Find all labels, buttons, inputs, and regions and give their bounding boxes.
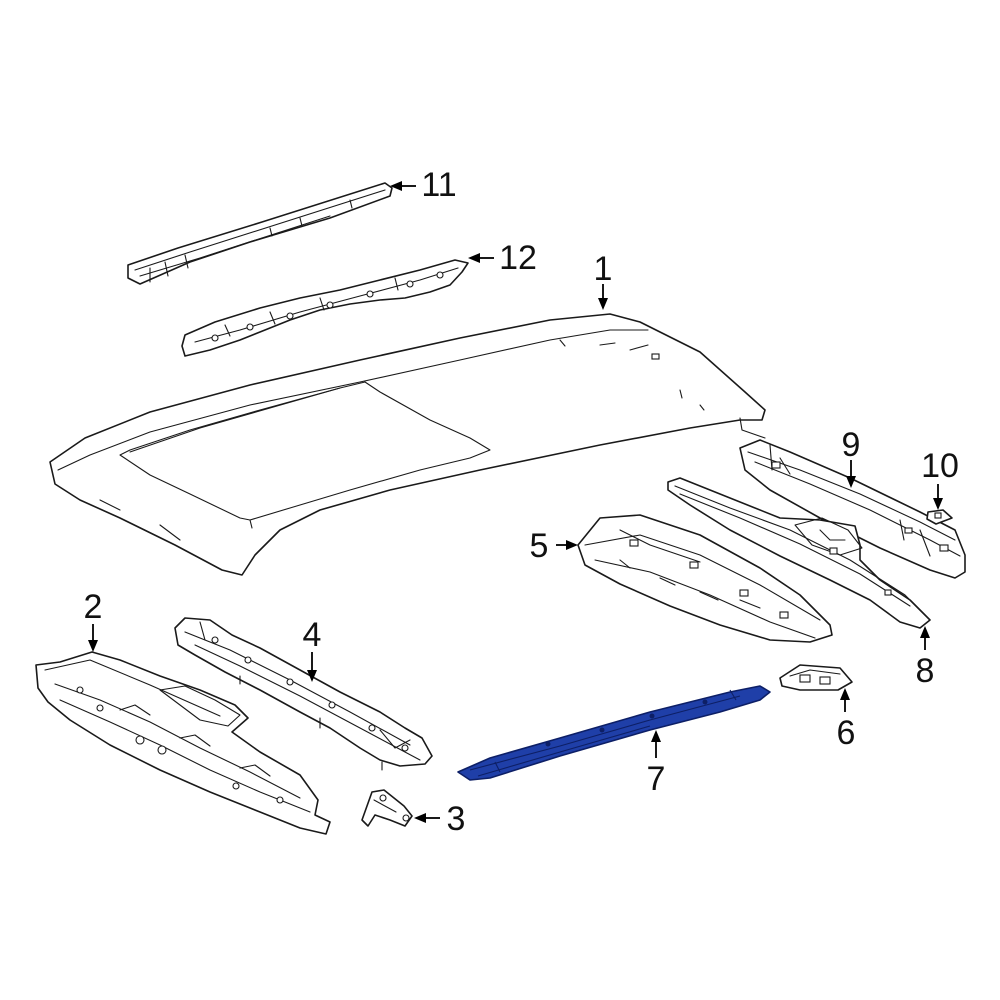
- part-8-rear-roof-bow[interactable]: [667, 477, 931, 629]
- callout-10[interactable]: 10: [921, 447, 959, 485]
- callout-11[interactable]: 11: [421, 166, 456, 204]
- callout-7[interactable]: 7: [647, 760, 666, 798]
- part-9-rear-header[interactable]: [739, 439, 966, 579]
- callout-9[interactable]: 9: [842, 426, 861, 464]
- part-6-bracket[interactable]: [779, 664, 853, 691]
- part-5-center-roof-bow[interactable]: [577, 514, 833, 643]
- callout-8[interactable]: 8: [916, 652, 935, 690]
- callout-1[interactable]: 1: [594, 250, 613, 288]
- part-2-windshield-header[interactable]: [35, 651, 331, 835]
- part-11-roof-rail[interactable]: [127, 182, 393, 285]
- callout-3[interactable]: 3: [447, 800, 466, 838]
- callout-6[interactable]: 6: [837, 714, 856, 752]
- part-12-roof-reinforcement[interactable]: [181, 259, 469, 357]
- part-1-roof-panel[interactable]: [49, 313, 766, 576]
- part-7-roof-side-rail[interactable]: [457, 685, 771, 781]
- part-10-bracket[interactable]: [926, 509, 953, 525]
- part-4-front-roof-bow[interactable]: [174, 617, 433, 771]
- part-3-bracket[interactable]: [361, 789, 413, 827]
- callout-labels: 1 2 3 4 5 6 7 8 9 10 11 12: [84, 166, 959, 838]
- leader-lines: [88, 181, 943, 823]
- callout-12[interactable]: 12: [499, 239, 537, 277]
- callout-2[interactable]: 2: [84, 588, 103, 626]
- callout-4[interactable]: 4: [303, 616, 322, 654]
- callout-5[interactable]: 5: [530, 527, 549, 565]
